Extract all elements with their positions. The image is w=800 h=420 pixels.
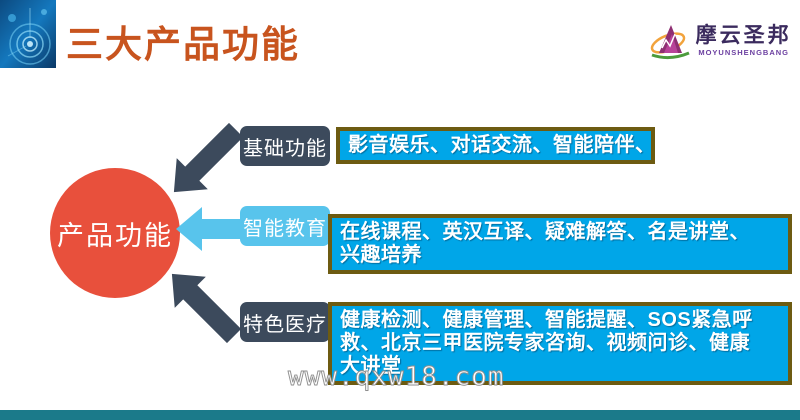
logo-mountain-icon bbox=[651, 25, 690, 60]
logo-name-cn: 摩云圣邦 bbox=[695, 23, 792, 47]
hub-label: 产品功能 bbox=[57, 220, 173, 251]
content-line: 大讲堂 bbox=[340, 355, 402, 377]
label-basic-functions: 基础功能 bbox=[240, 126, 330, 166]
arrow-smart-education-icon bbox=[176, 207, 242, 251]
content-line: 影音娱乐、对话交流、智能陪伴、 bbox=[348, 134, 656, 156]
hub-circle: 产品功能 bbox=[50, 168, 180, 298]
label-special-medical: 特色医疗 bbox=[240, 302, 330, 342]
content-basic-functions: 影音娱乐、对话交流、智能陪伴、 bbox=[336, 127, 655, 164]
corner-decoration-image bbox=[0, 0, 56, 68]
arrow-special-medical-icon bbox=[171, 273, 242, 344]
arrow-basic-functions-icon bbox=[173, 122, 244, 193]
content-smart-education: 在线课程、英汉互译、疑难解答、名是讲堂、 兴趣培养 bbox=[328, 214, 792, 274]
content-line: 在线课程、英汉互译、疑难解答、名是讲堂、 bbox=[340, 221, 750, 243]
content-line: 兴趣培养 bbox=[340, 244, 422, 266]
footer-bar bbox=[0, 410, 800, 420]
logo-text: 摩云圣邦 MOYUNSHENGBANG bbox=[695, 24, 792, 57]
page-title: 三大产品功能 bbox=[66, 24, 300, 65]
logo-name-en: MOYUNSHENGBANG bbox=[698, 47, 789, 57]
watermark-text: www.qxw18.com bbox=[288, 362, 505, 393]
content-line: 救、北京三甲医院专家咨询、视频问诊、健康 bbox=[340, 332, 750, 354]
label-smart-education: 智能教育 bbox=[240, 206, 330, 246]
content-line: 健康检测、健康管理、智能提醒、SOS紧急呼 bbox=[340, 309, 753, 331]
logo-name-en-row: MOYUNSHENGBANG bbox=[695, 48, 792, 57]
company-logo: 摩云圣邦 MOYUNSHENGBANG bbox=[649, 20, 792, 60]
content-special-medical: 健康检测、健康管理、智能提醒、SOS紧急呼 救、北京三甲医院专家咨询、视频问诊、… bbox=[328, 302, 792, 385]
ripple-graphic-icon bbox=[0, 0, 56, 68]
